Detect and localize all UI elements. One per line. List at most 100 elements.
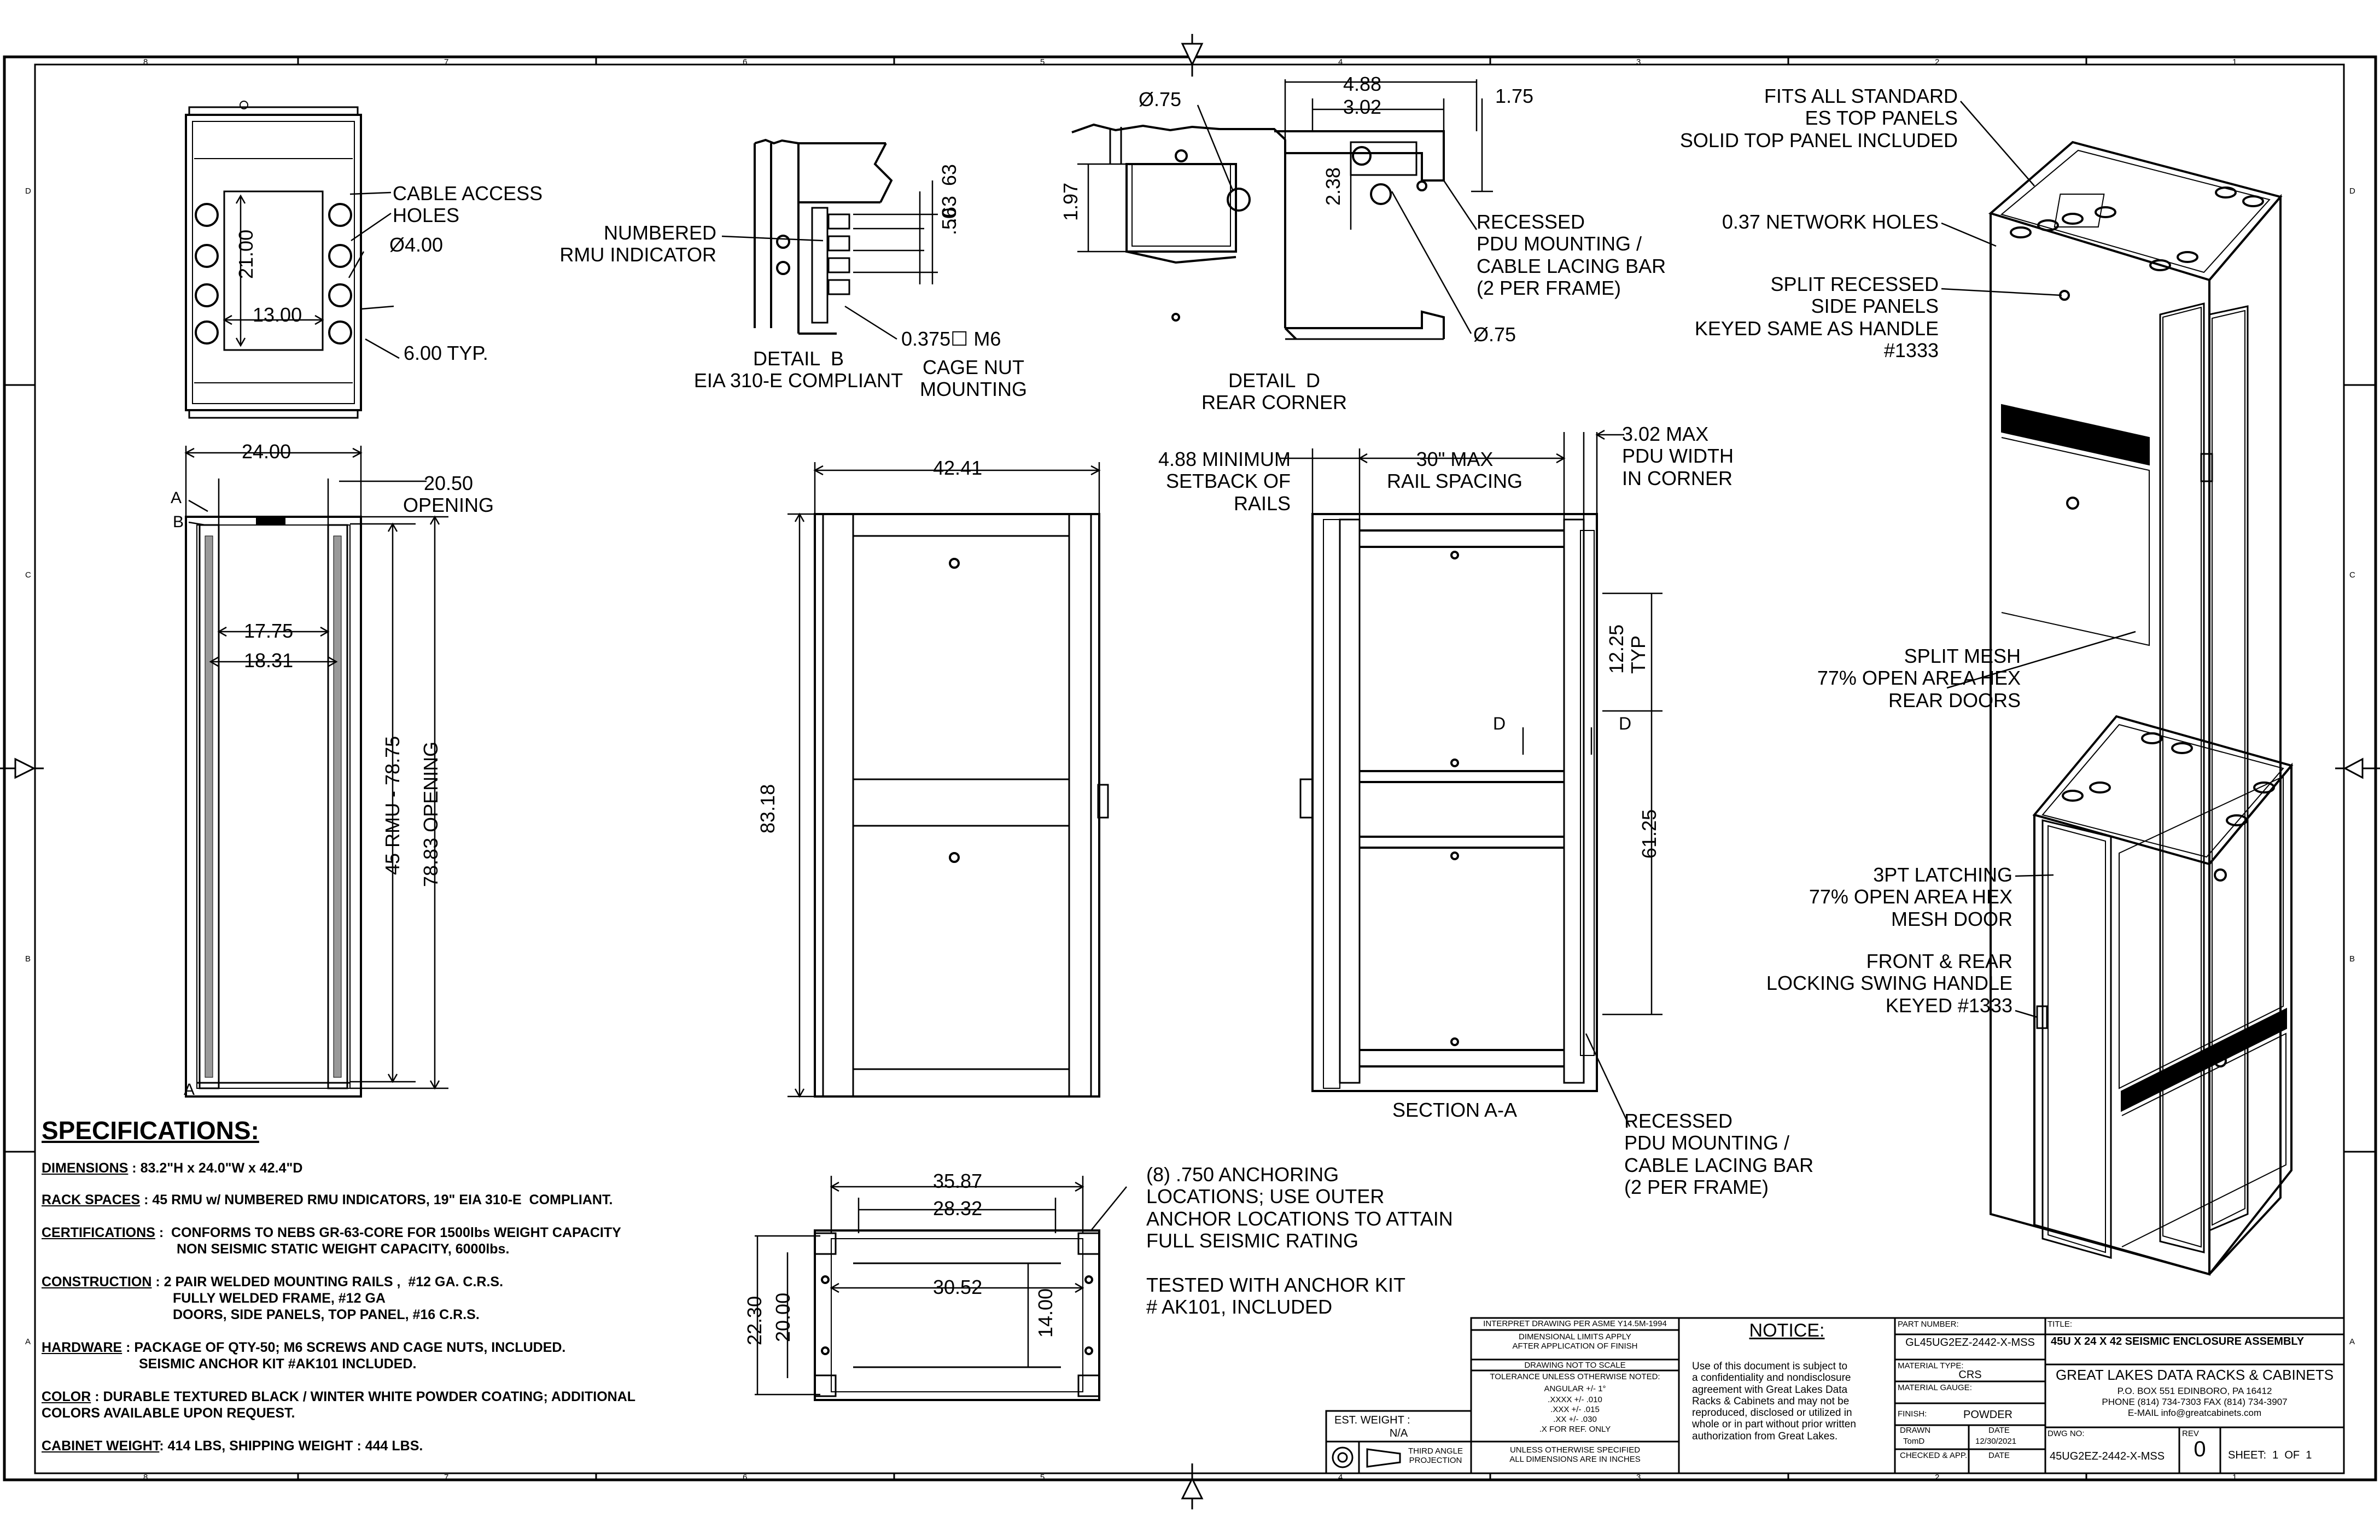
specifications-title: SPECIFICATIONS: — [42, 1116, 259, 1145]
tb-not-to-scale: DRAWING NOT TO SCALE — [1524, 1361, 1626, 1370]
zone-col-7: 7 — [444, 57, 449, 67]
spec-cert-value: : CONFORMS TO NEBS GR-63-CORE FOR 1500lb… — [155, 1225, 621, 1240]
detail-b-title: DETAIL B EIA 310-E COMPLIANT — [693, 347, 903, 392]
zone-col-6-bottom: 6 — [743, 1473, 748, 1482]
split-mesh-doors-callout: SPLIT MESH 77% OPEN AREA HEX REAR DOORS — [1817, 645, 2021, 711]
zone-col-2: 2 — [1935, 57, 1940, 67]
zone-col-1-bottom: 1 — [2232, 1473, 2237, 1482]
latching-door-callout: 3PT LATCHING 77% OPEN AREA HEX MESH DOOR — [1809, 864, 2012, 930]
zone-col-6: 6 — [743, 57, 748, 67]
section-dims — [1280, 429, 1662, 1127]
spec-cert: CERTIFICATIONS : CONFORMS TO NEBS GR-63-… — [42, 1225, 621, 1240]
spec-rack: RACK SPACES : 45 RMU w/ NUMBERED RMU IND… — [42, 1192, 612, 1208]
tb-date-label: DATE — [1988, 1426, 2010, 1435]
spec-dimensions: DIMENSIONS : 83.2"H x 24.0"W x 42.4"D — [42, 1160, 302, 1176]
dim-197: 1.97 — [1059, 182, 1082, 221]
tb-projection: THIRD ANGLE PROJECTION — [1408, 1446, 1463, 1465]
spec-rack-value: : 45 RMU w/ NUMBERED RMU INDICATORS, 19"… — [140, 1192, 613, 1208]
front-rack-view — [185, 516, 362, 1098]
hole-diameter: Ø4.00 — [389, 234, 444, 256]
tb-part-number: GL45UG2EZ-2442-X-MSS — [1905, 1337, 2035, 1349]
spec-construction-key: CONSTRUCTION — [42, 1274, 152, 1290]
swing-handle-callout: FRONT & REAR LOCKING SWING HANDLE KEYED … — [1766, 950, 2012, 1017]
title-block — [1325, 1317, 2345, 1474]
spec-construction-value: : 2 PAIR WELDED MOUNTING RAILS , #12 GA.… — [151, 1274, 504, 1290]
spec-weight-key: CABINET WEIGHT — [42, 1438, 160, 1454]
dim-24: 24.00 — [242, 440, 291, 463]
tb-finish: POWDER — [1963, 1409, 2012, 1421]
dim-opening-2050: 20.50 OPENING — [402, 472, 494, 517]
tb-drawn-label: DRAWN — [1900, 1426, 1931, 1435]
tb-dwg-label: DWG NO: — [2048, 1429, 2085, 1438]
dim-50: .50 — [938, 207, 960, 235]
side-dims — [788, 462, 1101, 1098]
zone-col-4-bottom: 4 — [1338, 1473, 1343, 1482]
notice-title: NOTICE: — [1749, 1320, 1825, 1341]
spec-color: COLOR : DURABLE TEXTURED BLACK / WINTER … — [42, 1389, 635, 1404]
spec-cert-key: CERTIFICATIONS — [42, 1225, 155, 1240]
dim-3587: 35.87 — [933, 1170, 983, 1192]
anchoring-callout: (8) .750 ANCHORING LOCATIONS; USE OUTER … — [1146, 1163, 1453, 1252]
tb-drawn: TomD — [1903, 1437, 1925, 1446]
tb-material: CRS — [1958, 1369, 1982, 1381]
side-view — [814, 513, 1109, 1098]
tb-phone: PHONE (814) 734-7303 FAX (814) 734-3907 — [2102, 1397, 2288, 1407]
tb-material-label: MATERIAL TYPE: — [1898, 1361, 1964, 1370]
cable-access-callout: CABLE ACCESS HOLES — [393, 182, 543, 227]
dim-1831: 18.31 — [244, 649, 294, 672]
tb-rev: 0 — [2194, 1437, 2206, 1461]
dim-2230: 22.30 — [743, 1296, 766, 1345]
zone-row-b: B — [25, 954, 31, 964]
zone-col-7-bottom: 7 — [444, 1473, 449, 1482]
network-holes-callout: 0.37 NETWORK HOLES — [1722, 211, 1939, 233]
notice-text: Use of this document is subject to a con… — [1692, 1361, 1856, 1442]
tb-gauge-label: MATERIAL GAUGE: — [1898, 1383, 1972, 1392]
tb-dimlimits: DIMENSIONAL LIMITS APPLY AFTER APPLICATI… — [1512, 1332, 1638, 1351]
tb-tol-1: .X FOR REF. ONLY — [1539, 1425, 1611, 1434]
dim-63a: 63 — [938, 164, 960, 186]
detail-d-pdu-callout: RECESSED PDU MOUNTING / CABLE LACING BAR… — [1477, 211, 1666, 299]
typ-dimension: 6.00 TYP. — [404, 342, 488, 364]
tb-tol-2: .XX +/- .030 — [1553, 1415, 1597, 1424]
cage-nut-mounting: CAGE NUT MOUNTING — [920, 356, 1027, 401]
tb-dwg-number: 45UG2EZ-2442-X-MSS — [2050, 1450, 2165, 1462]
base-view — [814, 1229, 1100, 1401]
dim-3052: 30.52 — [933, 1276, 983, 1298]
tb-company: GREAT LAKES DATA RACKS & CABINETS — [2055, 1367, 2334, 1383]
detail-d-dia-bottom: Ø.75 — [1473, 323, 1516, 346]
center-marks — [0, 34, 2380, 1509]
zone-col-5: 5 — [1040, 57, 1045, 67]
dim-6125: 61.25 — [1638, 809, 1660, 859]
tb-checked-label: CHECKED & APP. — [1900, 1451, 1968, 1460]
spec-construction: CONSTRUCTION : 2 PAIR WELDED MOUNTING RA… — [42, 1274, 503, 1290]
detail-d — [1071, 123, 1445, 340]
tb-est-weight-label: EST. WEIGHT : — [1334, 1414, 1410, 1426]
fits-top-panels-callout: FITS ALL STANDARD ES TOP PANELS SOLID TO… — [1679, 85, 1958, 151]
dim-238: 2.38 — [1322, 167, 1344, 206]
zone-col-2-bottom: 2 — [1935, 1473, 1940, 1482]
zone-row-b-right: B — [2349, 954, 2355, 964]
zone-row-c-right: C — [2349, 570, 2355, 580]
section-mark-a: A — [171, 489, 182, 507]
section-view — [1299, 513, 1598, 1092]
detail-mark-b: B — [173, 513, 184, 531]
dim-8318: 83.18 — [756, 784, 779, 833]
tb-tol-3: .XXX +/- .015 — [1550, 1405, 1600, 1414]
rail-spacing-callout: 30" MAX RAIL SPACING — [1386, 448, 1523, 493]
spec-hardware-key: HARDWARE — [42, 1340, 122, 1355]
spec-dimensions-value: : 83.2"H x 24.0"W x 42.4"D — [128, 1160, 303, 1176]
spec-color-value: : DURABLE TEXTURED BLACK / WINTER WHITE … — [91, 1389, 636, 1404]
section-mark-a-bottom: A — [184, 1081, 195, 1099]
section-pdu-callout: RECESSED PDU MOUNTING / CABLE LACING BAR… — [1624, 1110, 1814, 1198]
zone-col-4: 4 — [1338, 57, 1343, 67]
section-d-right: D — [1619, 714, 1632, 733]
split-side-panels-callout: SPLIT RECESSED SIDE PANELS KEYED SAME AS… — [1694, 273, 1939, 361]
spec-color-2: COLORS AVAILABLE UPON REQUEST. — [42, 1405, 295, 1421]
tb-title-label: TITLE: — [2048, 1320, 2073, 1329]
spec-hardware-2: SEISMIC ANCHOR KIT #AK101 INCLUDED. — [139, 1356, 417, 1372]
spec-weight-value: : 414 LBS, SHIPPING WEIGHT : 444 LBS. — [159, 1438, 423, 1454]
dim-2832: 28.32 — [933, 1197, 983, 1220]
tb-tolerance: TOLERANCE UNLESS OTHERWISE NOTED: — [1490, 1372, 1660, 1381]
plan-view — [185, 101, 362, 419]
